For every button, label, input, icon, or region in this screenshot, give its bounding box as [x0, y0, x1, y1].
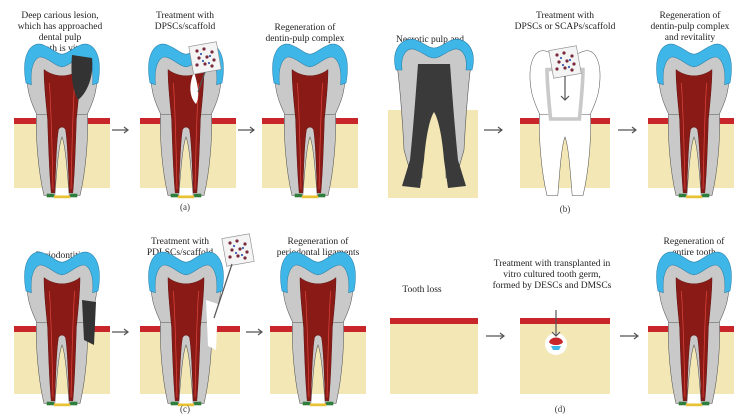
panel-label-b: (b): [560, 204, 571, 214]
arrow: [484, 127, 502, 133]
arrow: [620, 333, 638, 339]
arrow: [238, 127, 254, 133]
panel-label-c: (c): [180, 404, 190, 414]
tooth-regenerated-a: [262, 44, 358, 198]
arrow: [112, 329, 128, 335]
arrow: [112, 127, 128, 133]
tooth-treatment-b: [520, 46, 610, 196]
panel-label-d: (d): [555, 404, 566, 414]
tooth-treatment-a: [140, 42, 236, 198]
arrow: [246, 329, 262, 335]
panel-a: Deep carious lesion,which has approached…: [14, 11, 358, 212]
jaw-tooth-germ: [520, 310, 610, 394]
tooth-carious: [14, 44, 110, 198]
tooth-necrotic: [388, 39, 478, 198]
tooth-treatment-c: [140, 234, 254, 406]
tooth-regenerated-d: [648, 252, 734, 406]
caption-d1: Tooth loss: [402, 285, 441, 295]
arrow: [618, 127, 636, 133]
periodontal-pocket: [82, 300, 96, 345]
panel-b: Necrotic pulp andopen apices Treatment w…: [388, 10, 734, 214]
panel-label-a: (a): [180, 202, 190, 212]
tooth-periodontitis: [14, 252, 110, 406]
tooth-regenerated-b: [648, 44, 734, 198]
panel-d: Tooth loss Treatment with transplanted i…: [390, 236, 734, 414]
jaw-tooth-loss: [390, 318, 478, 394]
arrow: [486, 333, 504, 339]
tooth-regenerated-c: [270, 252, 366, 406]
